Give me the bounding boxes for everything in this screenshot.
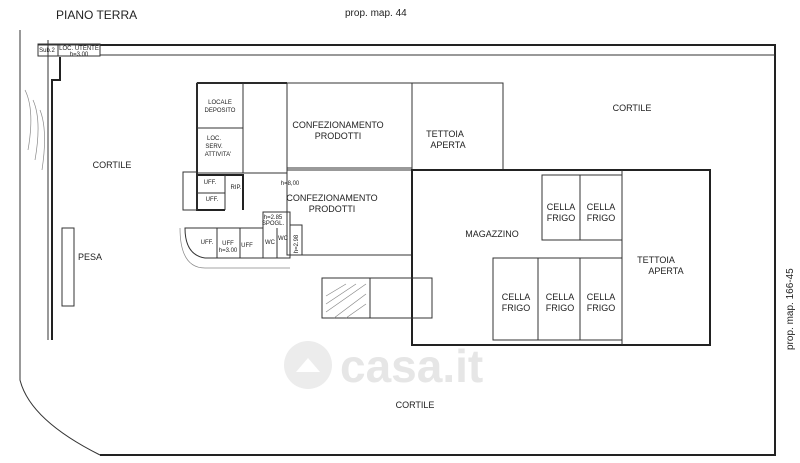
svg-text:UFF.: UFF. <box>201 240 214 246</box>
svg-text:UFF: UFF <box>241 243 253 249</box>
svg-text:ATTIVITA': ATTIVITA' <box>205 152 232 158</box>
svg-text:FRIGO: FRIGO <box>547 213 576 223</box>
svg-text:FRIGO: FRIGO <box>587 213 616 223</box>
svg-text:CELLA: CELLA <box>587 202 616 212</box>
svg-text:h=8,00: h=8,00 <box>281 181 300 187</box>
svg-text:CONFEZIONAMENTO: CONFEZIONAMENTO <box>286 193 377 203</box>
svg-text:h=2.85: h=2.85 <box>264 215 283 221</box>
svg-text:APERTA: APERTA <box>430 140 465 150</box>
svg-text:LOC.: LOC. <box>207 136 221 142</box>
svg-text:CELLA: CELLA <box>587 292 616 302</box>
svg-text:FRIGO: FRIGO <box>587 303 616 313</box>
svg-text:h=3.00: h=3.00 <box>219 248 238 254</box>
svg-text:TETTOIA: TETTOIA <box>426 129 464 139</box>
watermark: casa.it <box>284 340 483 392</box>
svg-text:h=2.98: h=2.98 <box>294 234 300 253</box>
svg-text:LOC. UTENTE: LOC. UTENTE <box>59 46 99 52</box>
svg-text:DEPOSITO: DEPOSITO <box>205 108 236 114</box>
svg-text:CELLA: CELLA <box>546 292 575 302</box>
loc-utente: Sub.2 LOC. UTENTE h=3.00 <box>37 43 101 58</box>
svg-text:TETTOIA: TETTOIA <box>637 255 675 265</box>
svg-text:WC: WC <box>278 236 289 242</box>
svg-text:SERV.: SERV. <box>205 144 223 150</box>
svg-text:UFF.: UFF. <box>204 180 217 186</box>
svg-text:CONFEZIONAMENTO: CONFEZIONAMENTO <box>292 120 383 130</box>
courtyard-label-bottom: CORTILE <box>396 400 435 410</box>
adjacent-parcel-top: prop. map. 44 <box>345 8 407 19</box>
svg-text:PRODOTTI: PRODOTTI <box>309 204 356 214</box>
svg-text:FRIGO: FRIGO <box>502 303 531 313</box>
svg-text:LOCALE: LOCALE <box>208 100 232 106</box>
svg-text:casa.it: casa.it <box>340 340 483 392</box>
svg-text:MAGAZZINO: MAGAZZINO <box>465 229 519 239</box>
weighbridge <box>61 227 75 307</box>
pesa-label: PESA <box>78 252 102 262</box>
svg-text:Sub.2: Sub.2 <box>39 48 55 54</box>
adjacent-parcel-right: prop. map. 166-45 <box>785 268 796 350</box>
svg-text:CELLA: CELLA <box>502 292 531 302</box>
room-labels: LOCALE DEPOSITO LOC. SERV. ATTIVITA' CON… <box>201 100 684 313</box>
svg-text:UFF: UFF <box>222 241 234 247</box>
plan-title: PIANO TERRA <box>56 8 137 22</box>
svg-text:FRIGO: FRIGO <box>546 303 575 313</box>
courtyard-label-left: CORTILE <box>93 160 132 170</box>
warehouse-block <box>321 169 711 346</box>
svg-text:SPOGL.: SPOGL. <box>262 221 285 227</box>
svg-text:CELLA: CELLA <box>547 202 576 212</box>
svg-text:UFF.: UFF. <box>206 197 219 203</box>
svg-text:h=3.00: h=3.00 <box>70 52 89 58</box>
courtyard-label-top-right: CORTILE <box>613 103 652 113</box>
svg-text:PRODOTTI: PRODOTTI <box>315 131 362 141</box>
svg-text:APERTA: APERTA <box>648 266 683 276</box>
svg-text:RIP.: RIP. <box>231 185 242 191</box>
svg-text:WC: WC <box>265 240 276 246</box>
